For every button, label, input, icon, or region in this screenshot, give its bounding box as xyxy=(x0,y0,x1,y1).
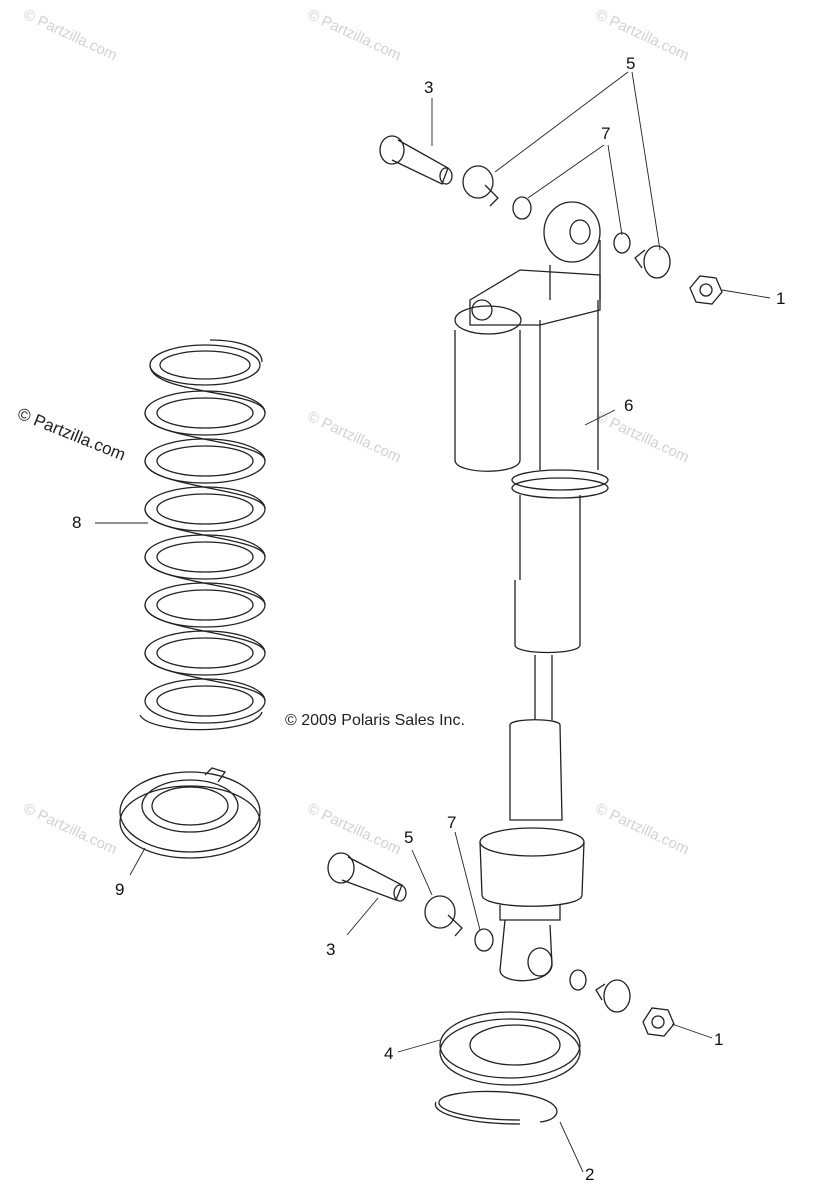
coil-spring xyxy=(139,339,266,731)
callout-3: 3 xyxy=(326,940,336,959)
callout-9: 9 xyxy=(115,880,125,899)
upper-bushing-left xyxy=(462,165,499,207)
spring-retainer xyxy=(119,767,261,859)
upper-washer-left xyxy=(512,196,532,220)
upper-bushing-right xyxy=(634,245,671,279)
lower-bushing-left xyxy=(424,895,463,937)
callout-1: 1 xyxy=(776,289,786,308)
callout-1: 1 xyxy=(714,1030,724,1049)
upper-nut xyxy=(689,275,723,305)
callout-2: 2 xyxy=(585,1165,595,1184)
lower-nut xyxy=(642,1007,675,1037)
shock-absorber xyxy=(454,201,609,982)
lower-bolt xyxy=(327,852,407,902)
upper-bolt xyxy=(379,135,453,185)
callout-4: 4 xyxy=(384,1044,394,1063)
callout-7: 7 xyxy=(601,124,611,143)
leader-lines xyxy=(95,71,771,1173)
callout-5: 5 xyxy=(404,828,414,847)
upper-washer-right xyxy=(613,232,631,254)
callout-3: 3 xyxy=(424,78,434,97)
retaining-ring xyxy=(434,1090,558,1125)
callout-7: 7 xyxy=(447,813,457,832)
lower-bushing-right xyxy=(595,979,631,1013)
callout-5: 5 xyxy=(626,54,636,73)
callout-8: 8 xyxy=(72,513,82,532)
lower-washer-right xyxy=(569,969,587,991)
copyright-text: © 2009 Polaris Sales Inc. xyxy=(285,712,465,729)
spring-seat-washer xyxy=(439,1011,581,1086)
callout-6: 6 xyxy=(624,396,634,415)
lower-washer-left xyxy=(474,928,494,952)
